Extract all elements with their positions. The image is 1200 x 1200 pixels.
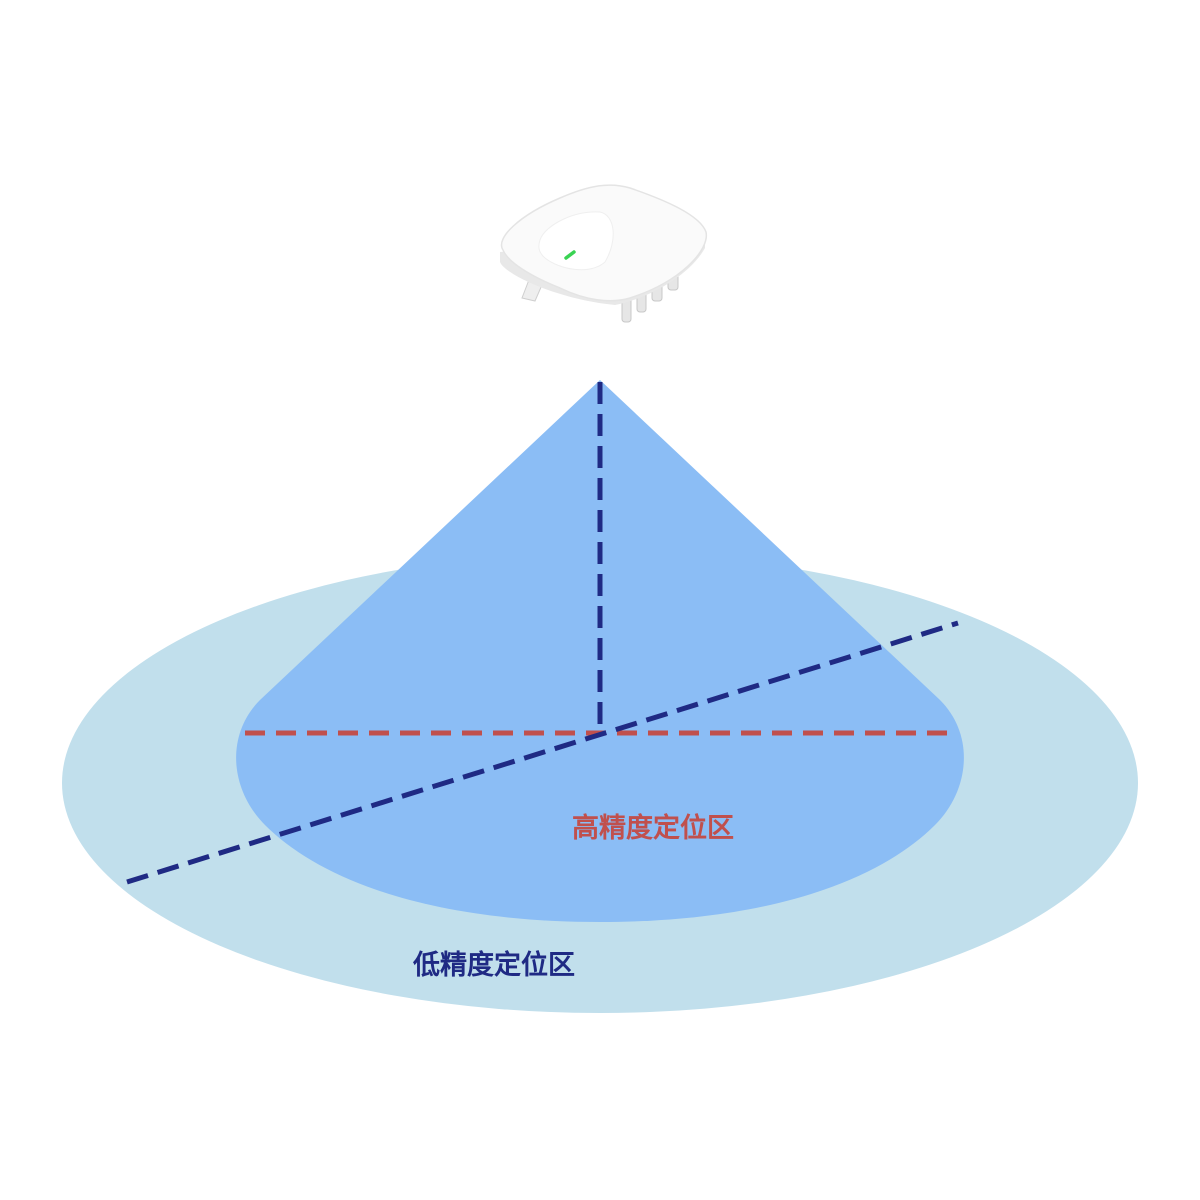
ceiling-access-point-icon xyxy=(500,184,708,323)
low-precision-zone-label: 低精度定位区 xyxy=(413,950,575,981)
high-precision-zone-label: 高精度定位区 xyxy=(572,813,734,844)
diagonal-axis-line xyxy=(126,620,959,885)
